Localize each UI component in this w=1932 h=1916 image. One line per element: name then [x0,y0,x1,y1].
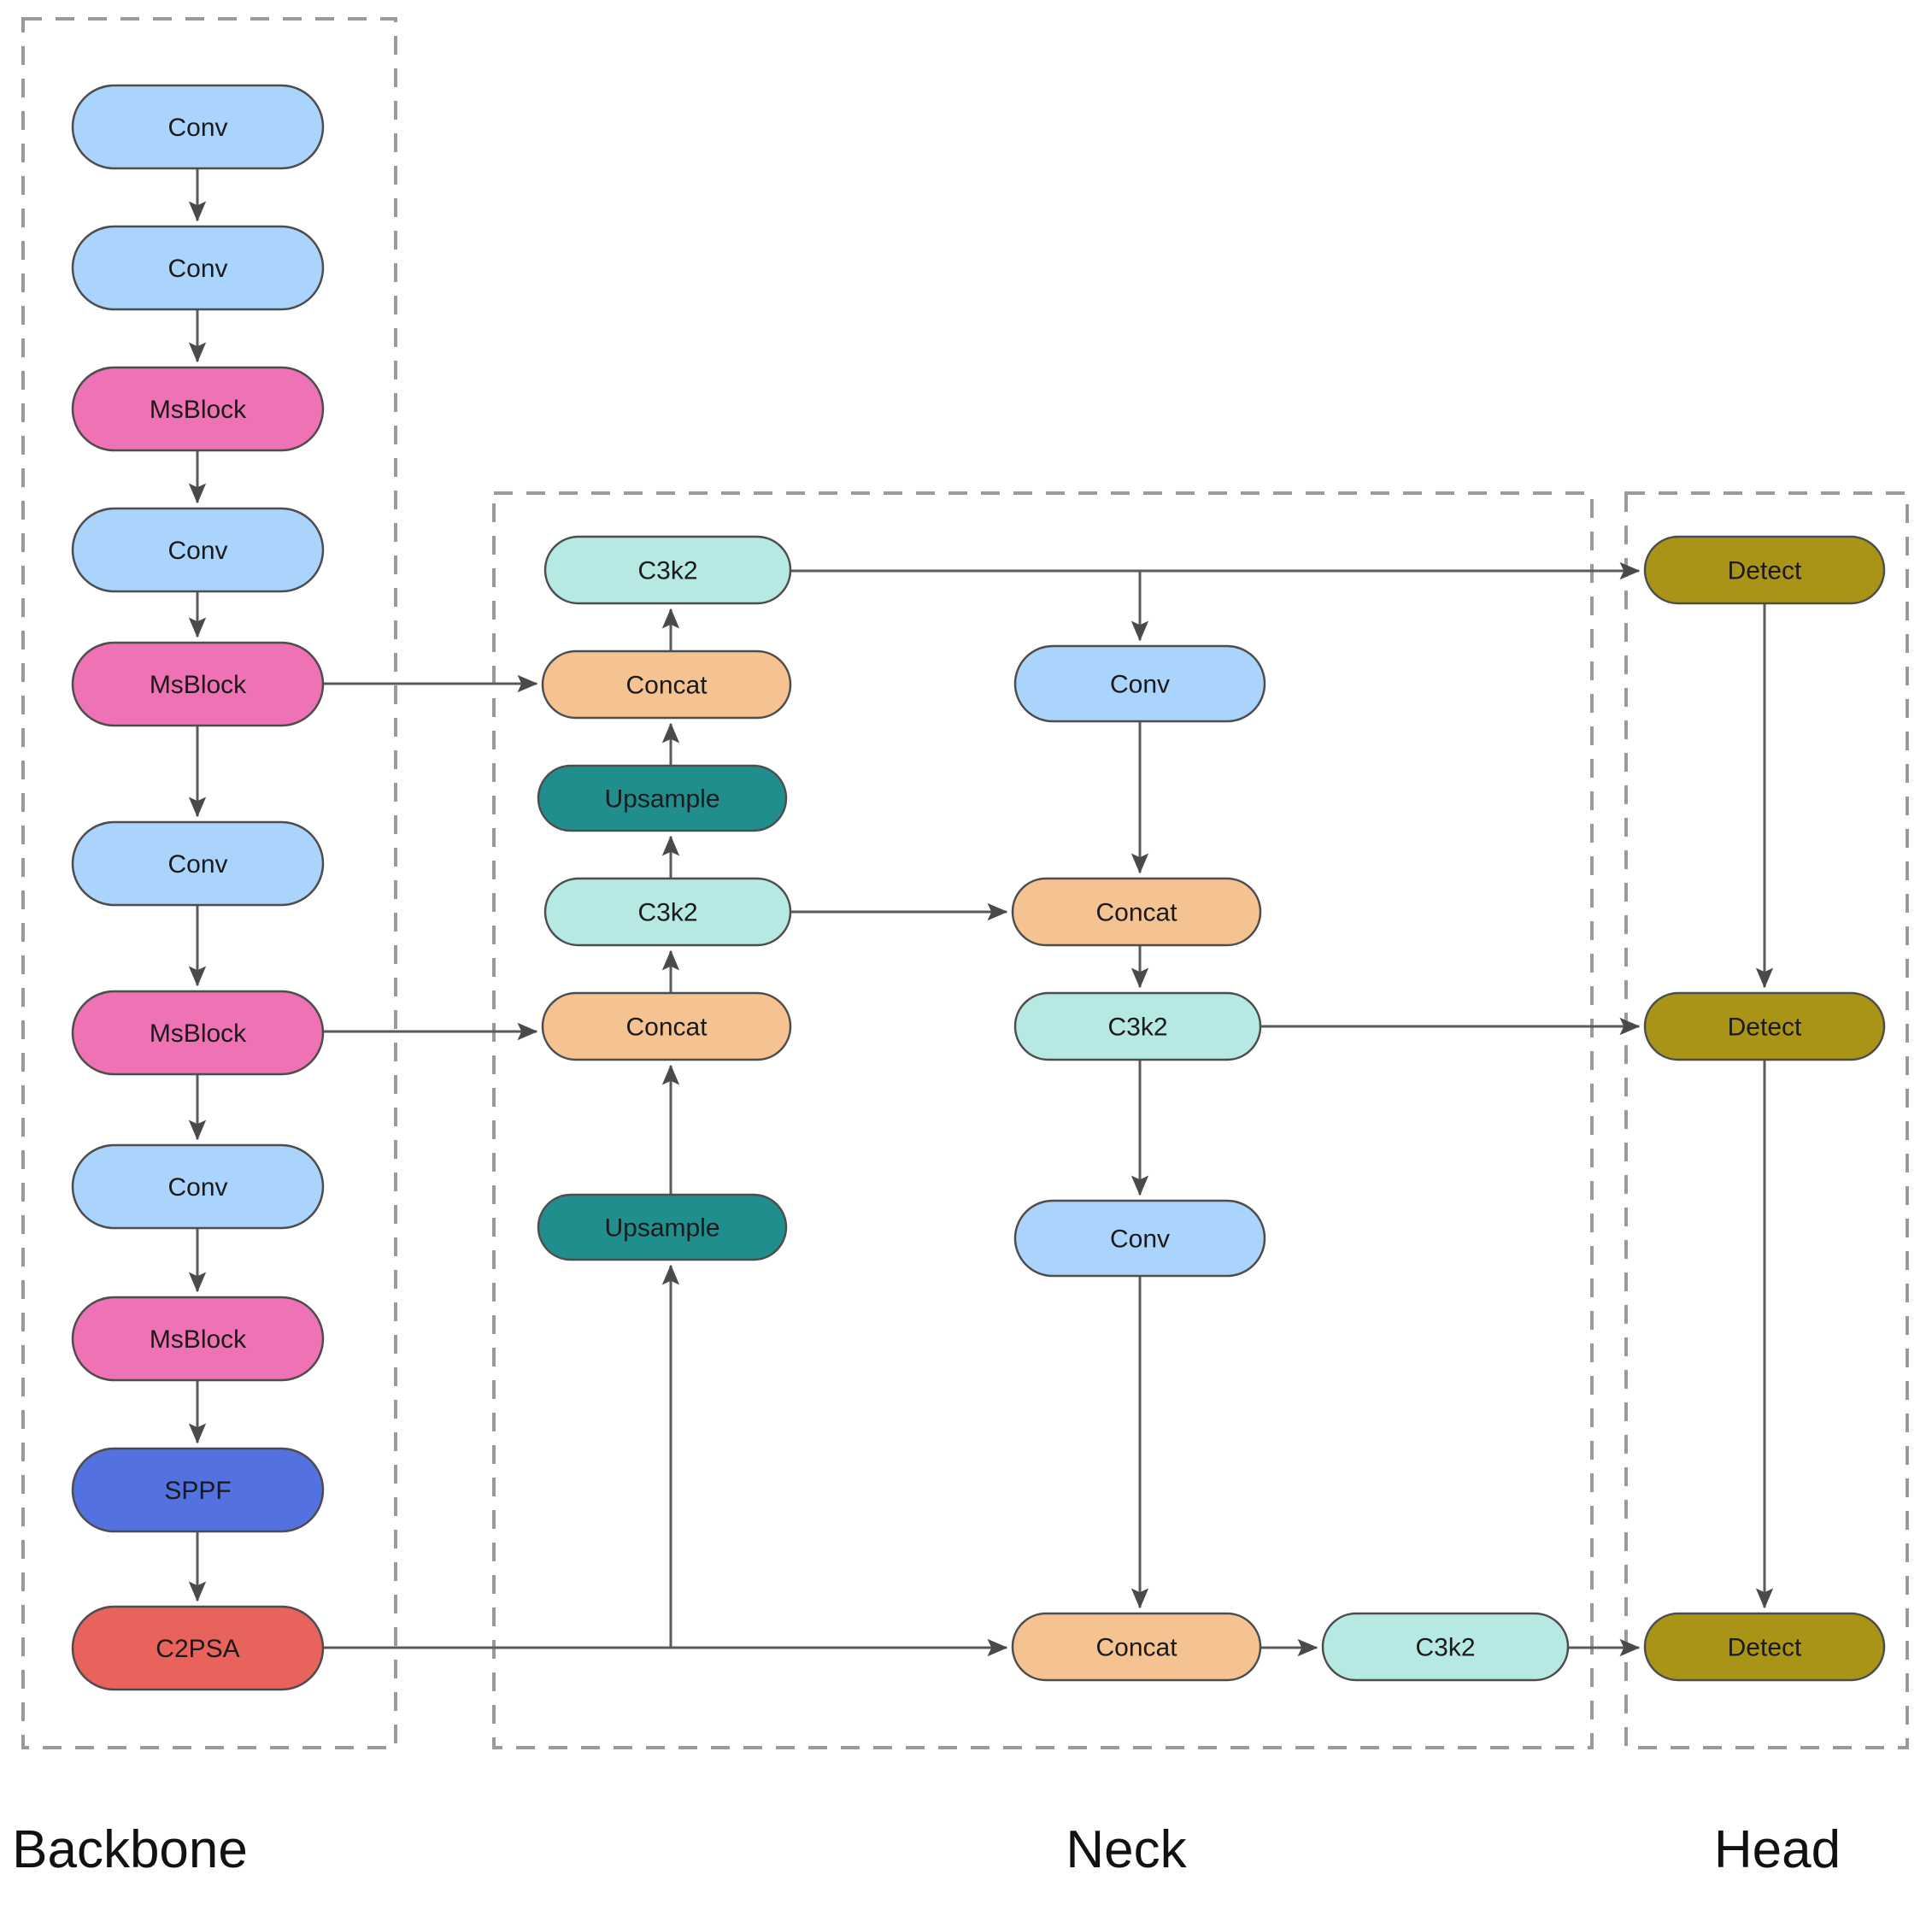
node-bb_sppf[interactable]: SPPF [71,1447,325,1533]
node-bb_ms4[interactable]: MsBlock [71,1296,325,1382]
node-shape-bb_conv3[interactable] [71,507,325,593]
node-shape-bb_c2psa[interactable] [71,1605,325,1691]
node-hd_det_a[interactable]: Detect [1643,535,1886,605]
node-shape-bb_conv4[interactable] [71,820,325,907]
node-shape-nk_conv_b[interactable] [1013,1199,1266,1278]
node-shape-nk_up_b[interactable] [537,1193,788,1261]
node-bb_ms2[interactable]: MsBlock [71,641,325,727]
node-shape-bb_ms3[interactable] [71,990,325,1076]
node-nk_conv_a[interactable]: Conv [1013,644,1266,723]
node-nk_conv_b[interactable]: Conv [1013,1199,1266,1278]
node-nk_up_b[interactable]: Upsample [537,1193,788,1261]
node-bb_conv2[interactable]: Conv [71,225,325,311]
group-box-backbone [21,17,397,1749]
node-shape-nk_conv_a[interactable] [1013,644,1266,723]
group-label-backbone: Backbone [12,1820,248,1879]
node-shape-bb_ms2[interactable] [71,641,325,727]
node-shape-hd_det_c[interactable] [1643,1612,1886,1682]
node-shape-nk_cat_a[interactable] [541,649,792,720]
node-shape-bb_conv5[interactable] [71,1143,325,1230]
group-boxes [21,17,1909,1749]
node-nk_cat_d[interactable]: Concat [1011,1612,1262,1682]
node-shape-nk_c3k2_d[interactable] [1321,1612,1570,1682]
node-bb_conv5[interactable]: Conv [71,1143,325,1230]
group-box-head [1624,491,1909,1749]
node-shape-nk_c3k2_a[interactable] [543,535,792,605]
node-shape-nk_cat_d[interactable] [1011,1612,1262,1682]
group-label-head: Head [1714,1820,1841,1879]
node-nk_cat_a[interactable]: Concat [541,649,792,720]
blocks: ConvConvMsBlockConvMsBlockConvMsBlockCon… [71,84,1886,1691]
node-shape-hd_det_a[interactable] [1643,535,1886,605]
node-shape-bb_conv2[interactable] [71,225,325,311]
node-nk_c3k2_c[interactable]: C3k2 [1013,991,1262,1061]
node-shape-bb_ms4[interactable] [71,1296,325,1382]
node-shape-nk_c3k2_b[interactable] [543,877,792,947]
node-hd_det_b[interactable]: Detect [1643,991,1886,1061]
group-labels: Backbone Neck Head [12,1820,1841,1879]
node-bb_conv4[interactable]: Conv [71,820,325,907]
node-nk_cat_c[interactable]: Concat [1011,877,1262,947]
group-box-neck [492,491,1594,1749]
node-nk_c3k2_b[interactable]: C3k2 [543,877,792,947]
node-shape-bb_ms1[interactable] [71,366,325,452]
node-nk_c3k2_d[interactable]: C3k2 [1321,1612,1570,1682]
node-shape-nk_up_a[interactable] [537,764,788,832]
node-shape-bb_sppf[interactable] [71,1447,325,1533]
node-shape-hd_det_b[interactable] [1643,991,1886,1061]
node-nk_cat_b[interactable]: Concat [541,991,792,1061]
group-label-neck: Neck [1066,1820,1187,1879]
node-hd_det_c[interactable]: Detect [1643,1612,1886,1682]
node-nk_c3k2_a[interactable]: C3k2 [543,535,792,605]
node-bb_ms1[interactable]: MsBlock [71,366,325,452]
node-shape-nk_c3k2_c[interactable] [1013,991,1262,1061]
node-shape-bb_conv1[interactable] [71,84,325,170]
node-shape-nk_cat_b[interactable] [541,991,792,1061]
node-bb_ms3[interactable]: MsBlock [71,990,325,1076]
node-bb_c2psa[interactable]: C2PSA [71,1605,325,1691]
node-bb_conv3[interactable]: Conv [71,507,325,593]
node-bb_conv1[interactable]: Conv [71,84,325,170]
node-nk_up_a[interactable]: Upsample [537,764,788,832]
connections [188,168,1774,1657]
node-shape-nk_cat_c[interactable] [1011,877,1262,947]
